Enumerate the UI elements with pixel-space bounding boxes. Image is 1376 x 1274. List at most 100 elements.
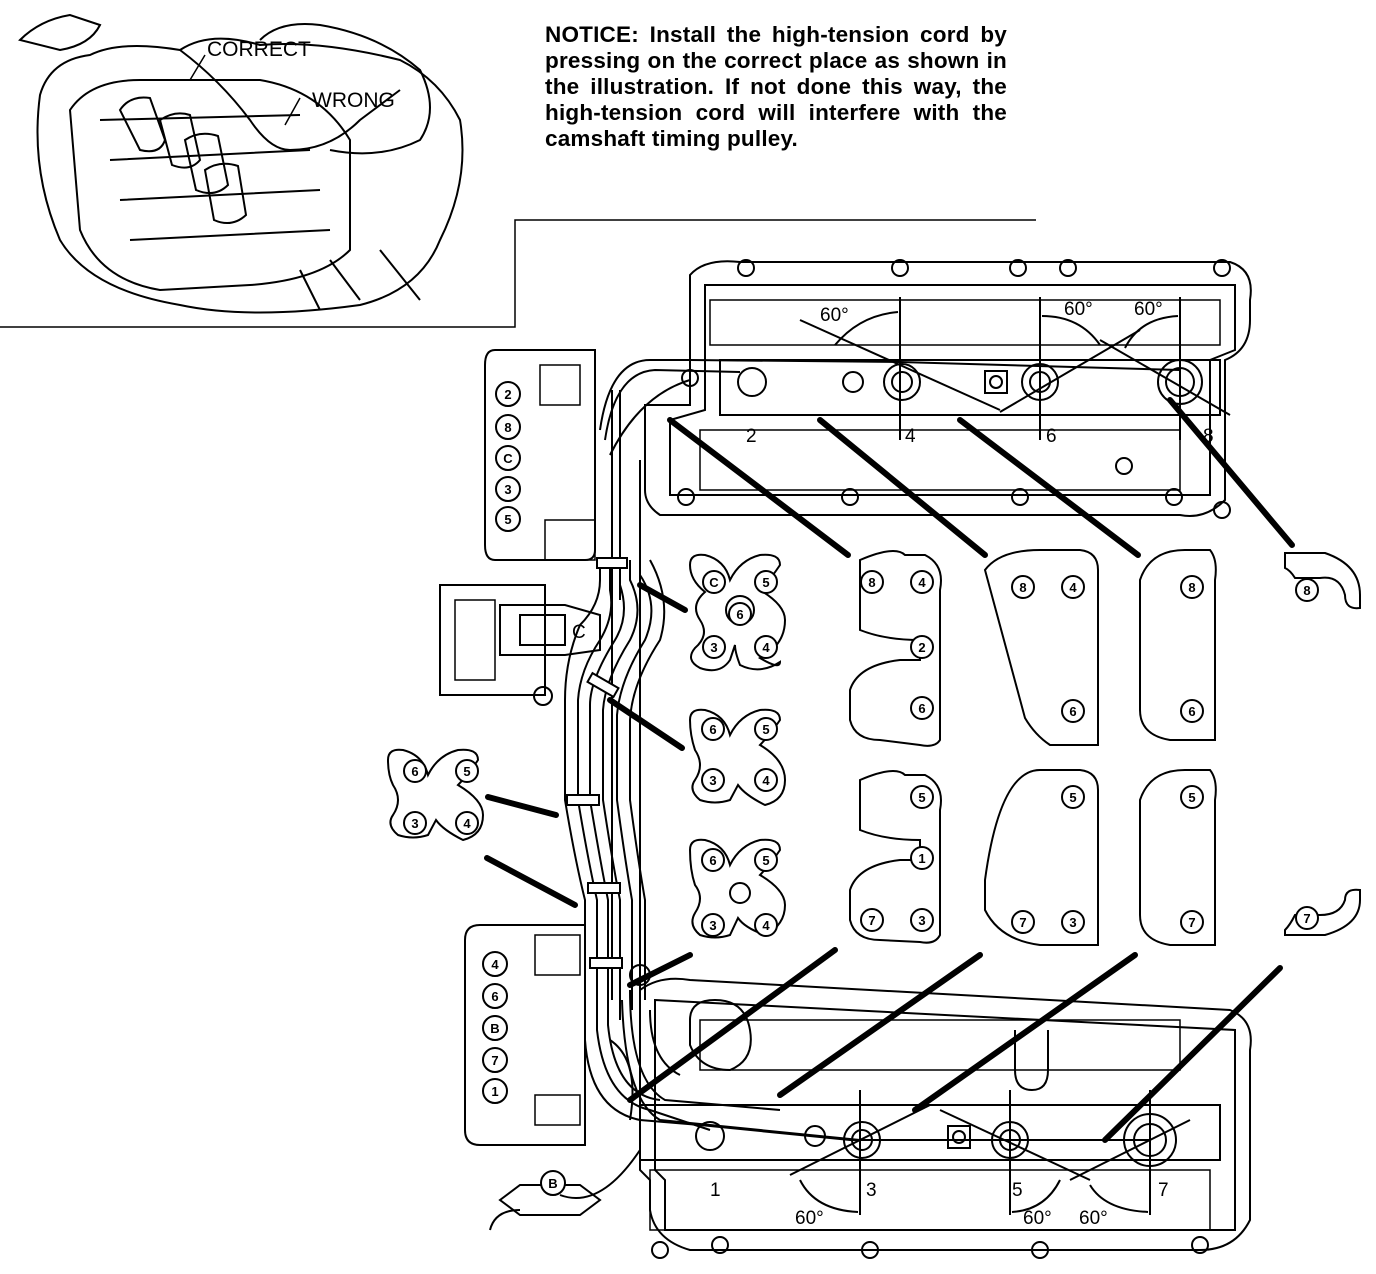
terminal-b: B — [482, 1015, 508, 1041]
holder-2-8: 8 — [1011, 575, 1035, 599]
svg-text:4: 4 — [491, 957, 499, 972]
svg-text:3: 3 — [1069, 915, 1076, 930]
top-cylinder-head: 60° 60° 60° 2 4 6 8 — [644, 259, 1252, 519]
pointer-arrows — [484, 397, 1295, 1143]
clamp-c-6: 6 — [403, 759, 427, 783]
svg-text:7: 7 — [1188, 915, 1195, 930]
holder-4-8: 8 — [1295, 578, 1319, 602]
terminal-c: C — [495, 445, 521, 471]
angle-bottom-left: 60° — [795, 1208, 824, 1229]
holder-2-4: 4 — [1061, 575, 1085, 599]
svg-text:8: 8 — [504, 420, 511, 435]
clamp-b-5: 5 — [754, 717, 778, 741]
notice-text-block: NOTICE: Install the high-tension cord by… — [545, 22, 1007, 152]
holder-3-6: 6 — [1180, 699, 1204, 723]
svg-text:5: 5 — [762, 575, 769, 590]
cyl-top-8: 8 — [1203, 426, 1214, 447]
cord-holder-1 — [849, 550, 942, 944]
angle-top-right: 60° — [1134, 299, 1163, 320]
clamp-d-3: 3 — [701, 913, 725, 937]
svg-text:6: 6 — [1069, 704, 1076, 719]
terminal-1: 1 — [482, 1078, 508, 1104]
terminal-lead-b: B — [540, 1170, 566, 1196]
svg-text:6: 6 — [709, 722, 716, 737]
coil-block-top — [484, 349, 596, 561]
clamp-d-6: 6 — [701, 848, 725, 872]
svg-text:7: 7 — [491, 1053, 498, 1068]
svg-text:8: 8 — [1019, 580, 1026, 595]
clamp-b-4: 4 — [754, 768, 778, 792]
cyl-top-6: 6 — [1046, 426, 1057, 447]
cord-holder-4 — [1284, 552, 1361, 936]
svg-text:4: 4 — [762, 640, 770, 655]
holder-1-5: 5 — [910, 785, 934, 809]
angle-bottom-right: 60° — [1079, 1208, 1108, 1229]
wrong-label: WRONG — [312, 89, 395, 112]
svg-text:1: 1 — [491, 1084, 498, 1099]
lead-b — [489, 1039, 641, 1231]
clamp-a-c: C — [702, 570, 726, 594]
clamp-a-6: 6 — [728, 602, 752, 626]
svg-text:4: 4 — [762, 918, 770, 933]
holder-2-6: 6 — [1061, 699, 1085, 723]
svg-text:5: 5 — [1069, 790, 1076, 805]
coil-block-bottom — [464, 924, 586, 1146]
correct-label: CORRECT — [207, 38, 311, 61]
clamp-b — [688, 708, 787, 807]
svg-text:B: B — [548, 1176, 557, 1191]
angle-bottom-mid: 60° — [1023, 1208, 1052, 1229]
svg-text:3: 3 — [504, 482, 511, 497]
inset-illustration: CORRECT WRONG — [0, 13, 1036, 328]
svg-text:6: 6 — [736, 607, 743, 622]
terminal-5: 5 — [495, 506, 521, 532]
holder-1-4: 4 — [910, 570, 934, 594]
svg-text:5: 5 — [762, 853, 769, 868]
holder-3-8: 8 — [1180, 575, 1204, 599]
svg-text:5: 5 — [1188, 790, 1195, 805]
bottom-cylinder-head: 60° 60° 60° 1 3 5 7 — [639, 977, 1252, 1259]
holder-1-3: 3 — [910, 908, 934, 932]
clamp-c-3: 3 — [403, 811, 427, 835]
svg-text:8: 8 — [868, 575, 875, 590]
terminal-4: 4 — [482, 951, 508, 977]
holder-2-5: 5 — [1061, 785, 1085, 809]
clamp-a-3: 3 — [702, 635, 726, 659]
svg-text:4: 4 — [1069, 580, 1077, 595]
svg-text:5: 5 — [463, 764, 470, 779]
clamp-d-4: 4 — [754, 913, 778, 937]
terminal-2: 2 — [495, 381, 521, 407]
cyl-bottom-5: 5 — [1012, 1180, 1023, 1201]
clamp-c-5: 5 — [455, 759, 479, 783]
holder-1-2: 2 — [910, 635, 934, 659]
svg-text:7: 7 — [1303, 911, 1310, 926]
cyl-bottom-3: 3 — [866, 1180, 877, 1201]
holder-3-5: 5 — [1180, 785, 1204, 809]
clamp-a-4: 4 — [754, 635, 778, 659]
svg-text:3: 3 — [411, 816, 418, 831]
cyl-top-2: 2 — [746, 426, 757, 447]
clamp-d-5: 5 — [754, 848, 778, 872]
angle-top-mid: 60° — [1064, 299, 1093, 320]
holder-1-6: 6 — [910, 696, 934, 720]
clamp-a-5: 5 — [754, 570, 778, 594]
holder-2-7: 7 — [1011, 910, 1035, 934]
svg-text:5: 5 — [918, 790, 925, 805]
circled-labels: 2 8 C 3 5 4 6 B 7 1 B C 5 6 3 4 6 5 3 4 — [403, 381, 1319, 1196]
holder-1-8: 8 — [860, 570, 884, 594]
svg-text:1: 1 — [918, 851, 925, 866]
terminal-3: 3 — [495, 476, 521, 502]
holder-1-7: 7 — [860, 908, 884, 932]
holder-2-3: 3 — [1061, 910, 1085, 934]
svg-text:5: 5 — [762, 722, 769, 737]
cord-holder-3 — [1139, 549, 1217, 946]
distributor-box: C — [439, 584, 601, 706]
holder-4-7: 7 — [1295, 906, 1319, 930]
clamp-c-4: 4 — [455, 811, 479, 835]
terminal-6: 6 — [482, 983, 508, 1009]
svg-text:3: 3 — [709, 773, 716, 788]
notice-heading: NOTICE: — [545, 22, 639, 47]
notice-body: Install the high-tension cord by pressin… — [545, 22, 1007, 151]
svg-text:4: 4 — [463, 816, 471, 831]
